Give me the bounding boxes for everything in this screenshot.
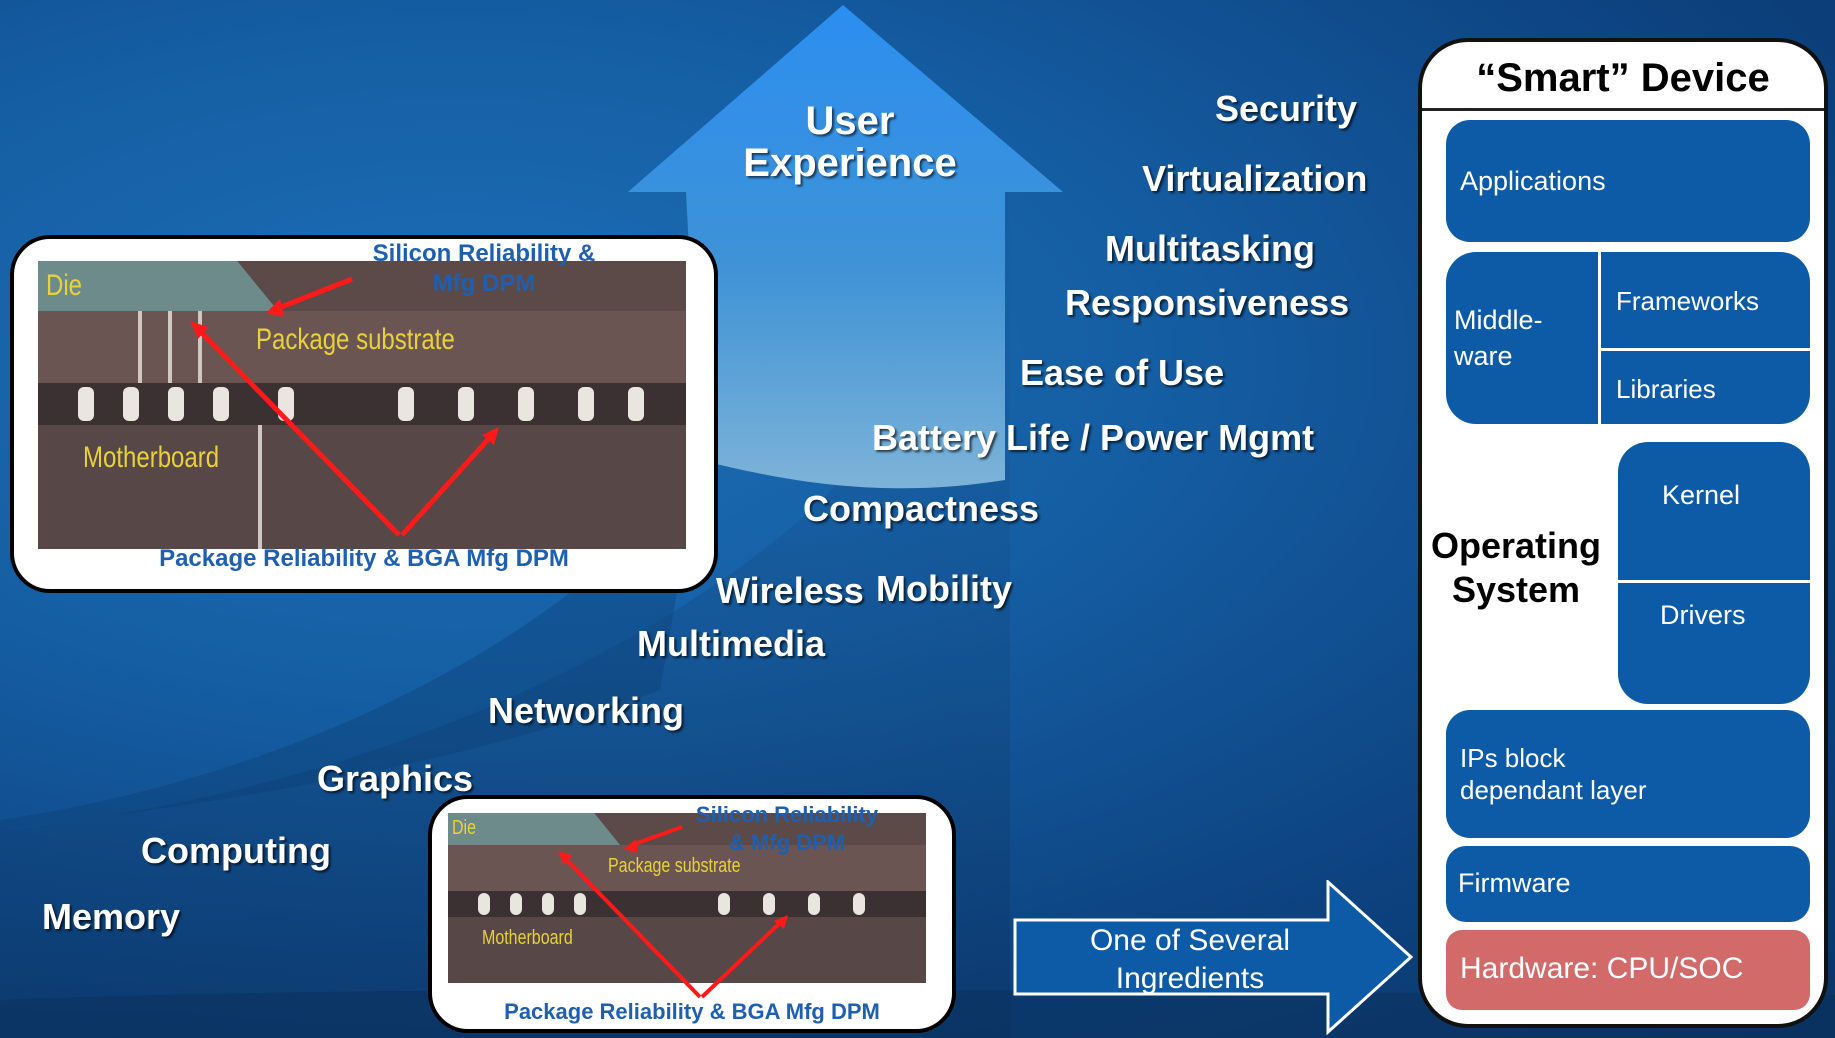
package-photo: Die Package substrate Motherboard: [38, 261, 686, 549]
applications-block: Applications: [1446, 120, 1810, 242]
feature-mobility: Mobility: [876, 568, 1012, 609]
feature-battery-life: Battery Life / Power Mgmt: [872, 417, 1315, 458]
silicon-reliability-label-small: Silicon Reliability & Mfg DPM: [695, 802, 879, 855]
kernel-divider: [1618, 580, 1810, 583]
package-cross-section-small: Die Package substrate Motherboard Silico…: [428, 795, 956, 1033]
libraries-label: Libraries: [1616, 374, 1716, 404]
feature-ease-of-use: Ease of Use: [1020, 352, 1225, 393]
smart-device-panel: “Smart” Device Applications Middle- ware…: [1418, 38, 1828, 1028]
die-region: [38, 261, 278, 311]
feature-multitasking: Multitasking: [1105, 228, 1316, 269]
ingredients-arrow: [1013, 880, 1413, 1035]
feature-compactness: Compactness: [803, 488, 1040, 529]
middleware-divider: [1598, 252, 1601, 424]
middleware-label: Middle- ware: [1454, 305, 1543, 371]
frameworks-divider: [1601, 348, 1810, 351]
silicon-reliability-label: Silicon Reliability & Mfg DPM: [372, 240, 596, 297]
feature-networking: Networking: [488, 690, 685, 731]
feature-virtualization: Virtualization: [1142, 158, 1368, 199]
user-experience-label: User Experience: [730, 100, 970, 184]
package-cross-section-large: Die Package substrate Motherboard Silico…: [10, 235, 718, 593]
user-experience-line2: Experience: [743, 141, 957, 185]
motherboard-label-small: Motherboard: [482, 927, 573, 949]
die-label: Die: [46, 269, 83, 302]
drivers-label: Drivers: [1660, 600, 1746, 630]
title-divider: [1422, 108, 1824, 111]
package-photo-small: Die Package substrate Motherboard: [448, 813, 926, 983]
firmware-block: Firmware: [1446, 846, 1810, 922]
package-substrate-label: Package substrate: [256, 323, 455, 356]
pointer-arrows: [190, 276, 499, 537]
kernel-label: Kernel: [1662, 480, 1741, 510]
ips-block-layer: IPs block dependant layer: [1446, 710, 1810, 838]
feature-security: Security: [1215, 88, 1358, 129]
kernel-drivers-block: Kernel Drivers: [1618, 442, 1810, 704]
feature-responsiveness: Responsiveness: [1065, 282, 1350, 323]
motherboard-label: Motherboard: [83, 441, 220, 474]
frameworks-label: Frameworks: [1616, 286, 1760, 316]
package-reliability-label: Package Reliability & BGA Mfg DPM: [159, 545, 569, 572]
feature-computing: Computing: [141, 830, 331, 871]
feature-graphics: Graphics: [317, 758, 474, 799]
feature-wireless: Wireless: [716, 570, 864, 611]
smart-device-title: “Smart” Device: [1476, 56, 1770, 100]
package-reliability-label-small: Package Reliability & BGA Mfg DPM: [504, 999, 880, 1024]
middleware-block: Middle- ware Frameworks Libraries: [1446, 252, 1810, 424]
user-experience-arrow: [628, 5, 1063, 489]
die-label-small: Die: [452, 817, 477, 839]
user-experience-line1: User: [805, 99, 895, 143]
pointer-arrows-small: [558, 825, 788, 999]
package-substrate-label-small: Package substrate: [608, 855, 741, 877]
feature-memory: Memory: [42, 896, 181, 937]
feature-multimedia: Multimedia: [637, 623, 826, 664]
ingredients-label: One of Several Ingredients: [1089, 924, 1291, 995]
hardware-block: Hardware: CPU/SOC: [1446, 930, 1810, 1010]
operating-system-label: Operating System: [1430, 525, 1601, 610]
